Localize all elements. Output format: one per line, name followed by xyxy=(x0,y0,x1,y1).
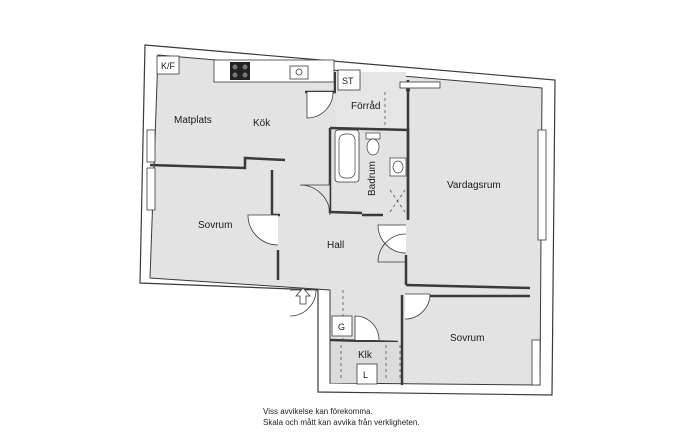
doors xyxy=(247,91,431,341)
toilet-icon xyxy=(365,132,381,140)
window-right-1 xyxy=(537,129,547,241)
floor-area xyxy=(149,54,543,386)
disclaimer-line-1: Viss avvikelse kan förekomma. xyxy=(263,407,373,416)
window-left-2 xyxy=(146,167,156,211)
door-vardagsrum-lower xyxy=(377,233,407,263)
l-box xyxy=(356,363,378,385)
label-l: L xyxy=(363,370,368,380)
label-g: G xyxy=(338,322,345,332)
door-right-bedroom xyxy=(404,293,431,320)
label-vardagsrum: Vardagsrum xyxy=(447,180,501,191)
label-sovrum-left: Sovrum xyxy=(198,220,232,231)
kf-box xyxy=(156,55,180,75)
bathtub-icon xyxy=(334,129,360,183)
disclaimer: Viss avvikelse kan förekomma. Skala och … xyxy=(263,406,420,428)
disclaimer-line-2: Skala och mått kan avvika från verklighe… xyxy=(263,418,420,427)
door-kitchen xyxy=(306,91,334,119)
label-matplats: Matplats xyxy=(174,115,212,126)
label-forrad: Förråd xyxy=(351,100,380,112)
label-klk: Klk xyxy=(358,350,373,361)
label-st: ST xyxy=(342,76,354,86)
window-left-1 xyxy=(146,129,156,163)
label-hall: Hall xyxy=(327,240,344,251)
label-kok: Kök xyxy=(253,118,271,129)
door-left-bedroom xyxy=(247,214,279,246)
entry-arrow-icon xyxy=(295,287,311,305)
label-badrum: Badrum xyxy=(367,161,378,196)
door-klk xyxy=(354,315,380,341)
door-hall-top xyxy=(299,184,331,216)
window-top xyxy=(399,81,441,89)
windows xyxy=(146,81,547,386)
g-box xyxy=(331,315,353,337)
washbasin-icon xyxy=(389,157,407,177)
st-box xyxy=(337,69,361,91)
window-right-2 xyxy=(531,339,541,386)
stove-icon xyxy=(230,62,250,80)
sink-icon xyxy=(289,65,309,80)
label-sovrum-right: Sovrum xyxy=(450,333,484,344)
label-kf: K/F xyxy=(161,61,176,71)
